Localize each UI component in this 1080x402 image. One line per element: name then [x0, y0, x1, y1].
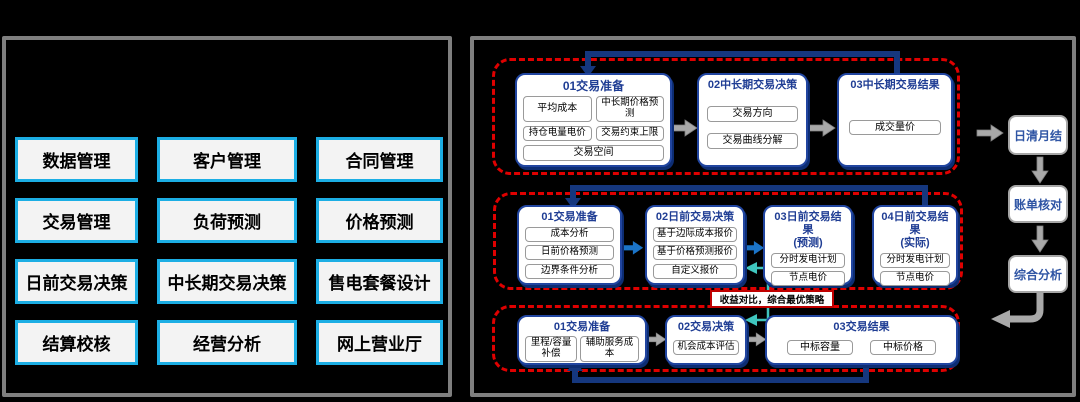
- module-button-business-analysis: 经营分析: [157, 320, 297, 365]
- flow-sub-item: 交易曲线分解: [707, 133, 798, 149]
- arrow-bill-to-analysis: [1031, 225, 1049, 253]
- arrow-analysis-to-row3-head: [991, 310, 1010, 328]
- connector-arrow-r3-decision-to-result: [744, 332, 767, 347]
- flow-sub-item: 中标容量: [787, 339, 853, 356]
- flow-sub-item: 边界条件分析: [525, 263, 614, 279]
- side-step-daily-settlement: 日清月结: [1008, 115, 1068, 155]
- connector-arrow-r2-decision-to-result: [742, 241, 765, 255]
- flow-sub-item: 节点电价: [880, 270, 950, 286]
- flow-sub-item: 交易约束上限: [595, 125, 664, 141]
- flow-box-r2-result-actual: 04日前交易结果 (实际) 分时发电计划 节点电价: [872, 205, 958, 286]
- feedback-line-row2: [570, 185, 928, 205]
- flow-box-title: 01交易准备: [553, 321, 611, 333]
- flow-box-title: 02交易决策: [677, 321, 735, 333]
- flow-sub-item: 日前价格预测: [525, 245, 614, 261]
- feedback-line-row1: [585, 51, 900, 73]
- flow-sub-item: 分时发电计划: [771, 252, 845, 268]
- side-step-bill-check: 账单核对: [1008, 185, 1068, 223]
- flow-box-title: 03日前交易结果: [774, 211, 842, 237]
- stage-container-midlong-trading: [492, 58, 960, 175]
- flow-arrows-layer: [565, 51, 1049, 383]
- module-grid: 数据管理 客户管理 合同管理 交易管理 负荷预测 价格预测 日前交易决策 中长期…: [15, 137, 443, 365]
- flow-sub-item: 交易方向: [707, 106, 798, 122]
- flow-box-title: 03中长期交易结果: [850, 79, 940, 91]
- flow-sub-item: 成本分析: [525, 226, 614, 242]
- connector-arrow-to-daily-settlement: [976, 124, 1004, 142]
- module-button-data-mgmt: 数据管理: [15, 137, 138, 182]
- flow-box-r2-trade-prepare: 01交易准备 成本分析 日前价格预测 边界条件分析: [517, 205, 622, 285]
- flow-sub-item: 基于边际成本报价: [653, 226, 737, 242]
- stage-container-dayahead-trading: [493, 192, 963, 290]
- flow-box-title: 04日前交易结果: [881, 211, 949, 237]
- feedback-arrowhead-row1: [580, 66, 596, 77]
- connector-arrow-r2-prepare-to-decision: [621, 241, 644, 255]
- flow-box-title: 02日前交易决策: [655, 211, 735, 223]
- flow-sub-item: 中标价格: [870, 339, 936, 356]
- flow-box-title: 01交易准备: [562, 79, 625, 93]
- connector-arrow-r1-prepare-to-decision: [670, 119, 698, 137]
- connector-arrow-r3-prepare-to-decision: [644, 332, 667, 347]
- flow-sub-item: 辅助服务成本: [580, 336, 639, 363]
- flow-sub-item: 机会成本评估: [673, 340, 739, 356]
- module-button-package-design: 售电套餐设计: [316, 259, 443, 304]
- flow-sub-item: 成交量价: [849, 119, 941, 136]
- flow-sub-item: 交易空间: [523, 145, 664, 161]
- flow-box-title: 01交易准备: [541, 211, 598, 223]
- arrow-daily-to-bill: [1031, 156, 1049, 184]
- left-panel: 数据管理 客户管理 合同管理 交易管理 负荷预测 价格预测 日前交易决策 中长期…: [2, 36, 452, 397]
- flow-box-title: 02中长期交易决策: [707, 79, 798, 91]
- module-button-midlong-decision: 中长期交易决策: [157, 259, 297, 304]
- module-button-settlement-check: 结算校核: [15, 320, 138, 365]
- flow-sub-item: 持仓电量电价: [523, 125, 592, 141]
- compare-arrowhead-to-r2-decision: [745, 262, 757, 274]
- flow-box-r1-trade-prepare: 01交易准备 平均成本 中长期价格预测 持仓电量电价 交易约束上限 交易空间: [515, 73, 672, 167]
- flow-box-title: 03交易结果: [833, 321, 890, 333]
- flow-box-r1-midlong-result: 03中长期交易结果 成交量价: [837, 73, 953, 167]
- module-button-trade-mgmt: 交易管理: [15, 198, 138, 243]
- flow-sub-item: 分时发电计划: [880, 252, 950, 268]
- flow-sub-item: 节点电价: [771, 270, 845, 286]
- flow-box-r3-result: 03交易结果 中标容量 中标价格: [765, 315, 958, 365]
- feedback-line-row3: [572, 365, 869, 383]
- flow-sub-item: 基于价格预测报价: [653, 245, 737, 261]
- flow-box-subtitle: (实际): [900, 237, 930, 250]
- right-panel: 01交易准备 平均成本 中长期价格预测 持仓电量电价 交易约束上限 交易空间 0…: [470, 36, 1076, 397]
- flow-sub-item: 中长期价格预测: [595, 95, 664, 122]
- module-button-price-forecast: 价格预测: [316, 198, 443, 243]
- module-button-contract-mgmt: 合同管理: [316, 137, 443, 182]
- feedback-arrowhead-row2: [565, 198, 581, 209]
- arrow-analysis-to-row3-curve: [1008, 293, 1044, 323]
- flow-box-r2-result-forecast: 03日前交易结果 (预测) 分时发电计划 节点电价: [763, 205, 853, 286]
- flow-box-r3-decision: 02交易决策 机会成本评估: [665, 315, 747, 365]
- flow-sub-item: 里程/容量补偿: [525, 336, 578, 363]
- module-button-online-hall: 网上营业厅: [316, 320, 443, 365]
- flow-sub-item: 自定义报价: [653, 263, 737, 279]
- connector-arrow-r1-decision-to-result: [808, 119, 836, 137]
- compare-arrowhead-to-r3-decision: [745, 314, 757, 326]
- feedback-arrowhead-row3: [567, 360, 583, 371]
- callout-compare-strategy: 收益对比，综合最优策略: [710, 290, 834, 308]
- module-button-customer-mgmt: 客户管理: [157, 137, 297, 182]
- module-button-dayahead-decision: 日前交易决策: [15, 259, 138, 304]
- side-step-overall-analysis: 综合分析: [1008, 255, 1068, 293]
- flow-box-subtitle: (预测): [793, 237, 823, 250]
- flow-box-r1-midlong-decision: 02中长期交易决策 交易方向 交易曲线分解: [697, 73, 808, 167]
- flow-box-r2-dayahead-decision: 02日前交易决策 基于边际成本报价 基于价格预测报价 自定义报价: [645, 205, 745, 285]
- flow-sub-item: 平均成本: [523, 95, 592, 122]
- flow-box-r3-trade-prepare: 01交易准备 里程/容量补偿 辅助服务成本: [517, 315, 647, 365]
- module-button-load-forecast: 负荷预测: [157, 198, 297, 243]
